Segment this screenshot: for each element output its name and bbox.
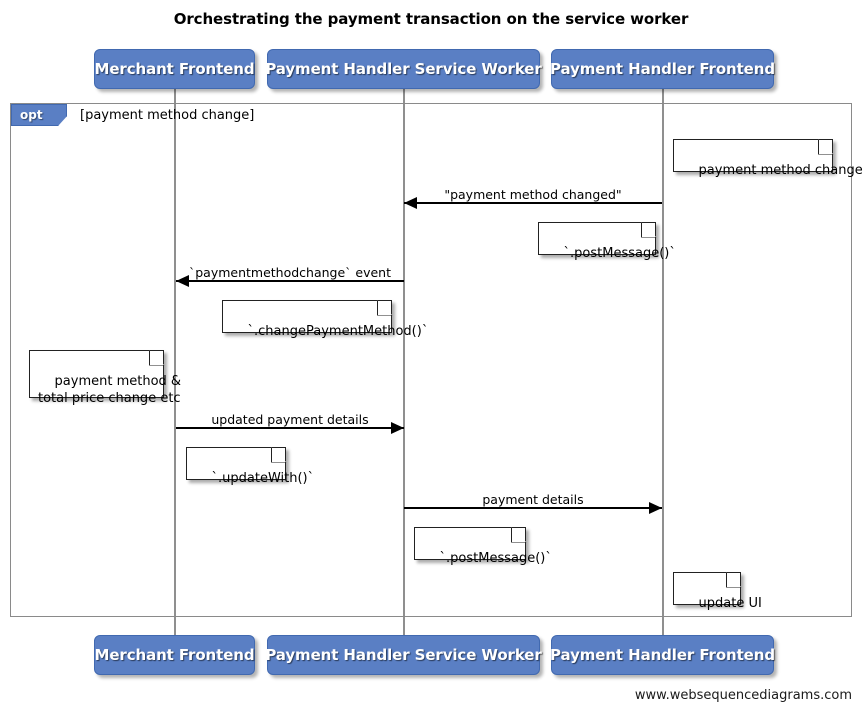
note-text: payment method changed (698, 163, 862, 178)
participant-bottom-payment-handler-service-worker[interactable]: Payment Handler Service Worker (265, 635, 542, 675)
note-update-ui: update UI (673, 571, 762, 611)
note-fold-corner-icon (376, 299, 393, 316)
note-fold-corner-icon (270, 446, 287, 463)
arrow-head-left-icon (176, 275, 189, 287)
note-fold-corner-icon (148, 349, 165, 366)
note-post-message-1: `.postMessage()` (538, 221, 676, 261)
participant-label: Payment Handler Service Worker (265, 60, 542, 78)
note-payment-method-total-price: payment method & total price change etc (29, 349, 181, 406)
note-fold-corner-icon (817, 138, 834, 155)
arrow-head-right-icon (391, 422, 404, 434)
message-label-updated-payment-details: updated payment details (211, 412, 369, 427)
message-line-paymentmethodchange-event (176, 280, 404, 282)
note-payment-method-changed: payment method changed (673, 138, 862, 178)
opt-fragment-guard: [payment method change] (80, 108, 255, 123)
note-text: `.postMessage()` (439, 551, 552, 566)
message-line-payment-details (404, 507, 662, 509)
opt-fragment-tab-label: opt (20, 108, 43, 122)
footer-credit: www.websequencediagrams.com (634, 688, 852, 703)
note-text: payment method & total price change etc (38, 374, 182, 406)
note-fold-corner-icon (510, 526, 527, 543)
participant-label: Payment Handler Frontend (550, 60, 775, 78)
note-text: `.changePaymentMethod()` (247, 324, 429, 339)
note-text: `.postMessage()` (563, 246, 676, 261)
lifeline-merchant-frontend (174, 88, 176, 637)
participant-label: Payment Handler Service Worker (265, 646, 542, 664)
participant-bottom-merchant-frontend[interactable]: Merchant Frontend (94, 635, 255, 675)
participant-label: Payment Handler Frontend (550, 646, 775, 664)
message-line-updated-payment-details (176, 427, 404, 429)
arrow-head-right-icon (649, 502, 662, 514)
participant-top-payment-handler-service-worker[interactable]: Payment Handler Service Worker (265, 49, 542, 89)
participant-top-merchant-frontend[interactable]: Merchant Frontend (94, 49, 255, 89)
note-update-with: `.updateWith()` (186, 446, 314, 486)
page-title: Orchestrating the payment transaction on… (173, 10, 689, 28)
note-post-message-2: `.postMessage()` (414, 526, 552, 566)
arrow-head-left-icon (404, 197, 417, 209)
lifeline-payment-handler-frontend (662, 88, 664, 637)
message-label-paymentmethodchange-event: `paymentmethodchange` event (188, 265, 392, 280)
opt-fragment-frame (10, 103, 852, 617)
note-fold-corner-icon (725, 571, 742, 588)
participant-label: Merchant Frontend (94, 646, 255, 664)
participant-bottom-payment-handler-frontend[interactable]: Payment Handler Frontend (550, 635, 775, 675)
note-fold-corner-icon (640, 221, 657, 238)
message-label-payment-details: payment details (482, 492, 584, 507)
participant-label: Merchant Frontend (94, 60, 255, 78)
lifeline-payment-handler-service-worker (403, 88, 405, 637)
opt-fragment-tab: opt (11, 104, 67, 126)
note-text: update UI (698, 596, 762, 611)
participant-top-payment-handler-frontend[interactable]: Payment Handler Frontend (550, 49, 775, 89)
note-change-payment-method: `.changePaymentMethod()` (222, 299, 428, 339)
message-line-payment-method-changed (404, 202, 662, 204)
note-text: `.updateWith()` (211, 471, 315, 486)
message-label-payment-method-changed: "payment method changed" (444, 187, 622, 202)
